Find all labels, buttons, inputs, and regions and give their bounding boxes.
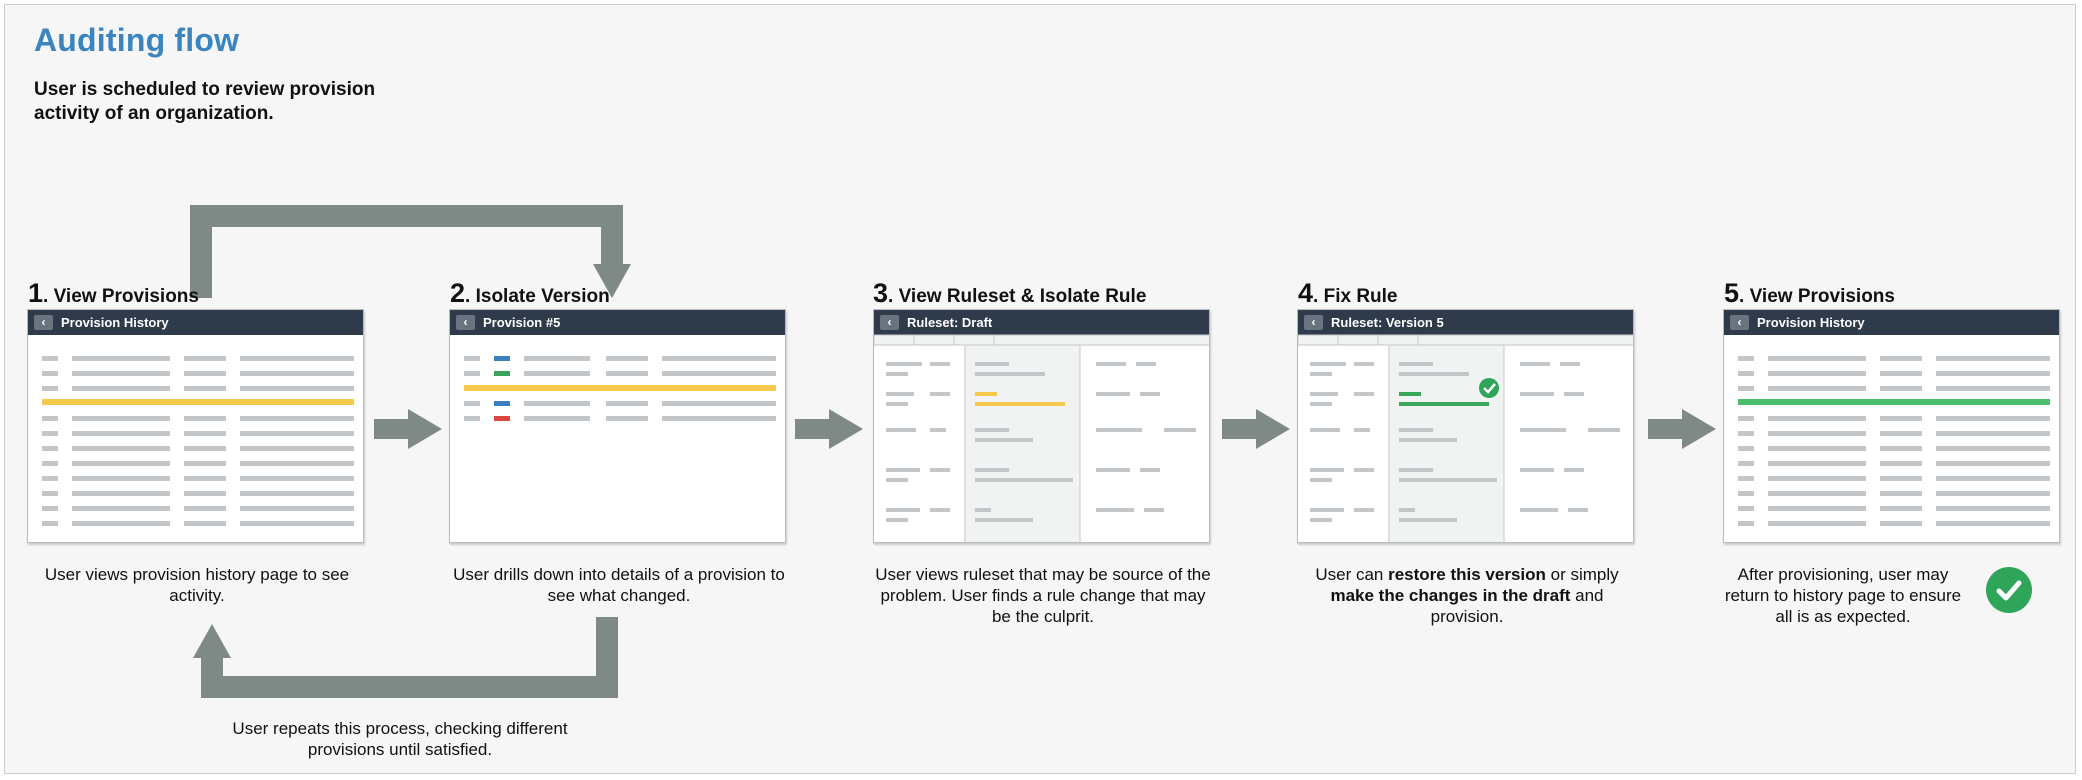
highlight-row xyxy=(464,385,776,391)
loop-arrow-bottom xyxy=(201,617,618,698)
loop-arrow-top xyxy=(190,205,623,298)
card-header-title: Provision #5 xyxy=(483,315,561,330)
step-label: View Ruleset & Isolate Rule xyxy=(898,286,1147,307)
caption-text: and provision. xyxy=(1430,586,1604,626)
highlight-row xyxy=(1738,399,2050,405)
ruleset-placeholder xyxy=(1298,334,1633,542)
chevron-left-icon[interactable]: ‹ xyxy=(34,315,53,330)
step-label: Isolate Version xyxy=(475,286,610,307)
caption-text: or simply xyxy=(1545,565,1619,584)
step-1-title: 1. View Provisions xyxy=(28,278,199,308)
ruleset-placeholder xyxy=(874,334,1209,542)
card-header-title: Ruleset: Draft xyxy=(907,315,993,330)
table-placeholder xyxy=(1738,356,2050,526)
chevron-left-icon[interactable]: ‹ xyxy=(456,315,475,330)
loop-caption: User repeats this process, checking diff… xyxy=(232,719,568,759)
arrow-right-icon xyxy=(795,409,863,449)
step-number: 4 xyxy=(1298,278,1314,308)
step-4-caption: User can restore this version or simply … xyxy=(1297,564,1637,627)
step-2-caption: User drills down into details of a provi… xyxy=(453,565,785,605)
step-3-title: 3. View Ruleset & Isolate Rule xyxy=(873,278,1147,308)
ruleset-draft-card: ‹ Ruleset: Draft xyxy=(873,309,1210,543)
card-header: ‹ Provision History xyxy=(1724,310,2059,335)
step-number: 5 xyxy=(1724,278,1740,308)
loop-arrow-top-head xyxy=(593,264,631,298)
page-subtitle: User is scheduled to review provision ac… xyxy=(34,79,376,124)
chevron-left-icon[interactable]: ‹ xyxy=(1730,315,1749,330)
step-number: 1 xyxy=(28,278,44,308)
step-number: 3 xyxy=(873,278,889,308)
chevron-left-icon[interactable]: ‹ xyxy=(880,315,899,330)
caption-emphasis: restore this version xyxy=(1388,565,1546,584)
ruleset-version-card: ‹ Ruleset: Version 5 xyxy=(1297,309,1634,543)
caption-text: User can xyxy=(1315,565,1389,584)
arrow-right-icon xyxy=(1648,409,1716,449)
card-header: ‹ Ruleset: Version 5 xyxy=(1298,310,1633,335)
step-label: Fix Rule xyxy=(1323,286,1398,307)
diff-placeholder xyxy=(464,356,776,421)
card-header: ‹ Provision History xyxy=(28,310,363,335)
highlight-row xyxy=(42,399,354,405)
loop-arrow-bottom-head xyxy=(193,624,231,658)
provision-history-card-final: ‹ Provision History xyxy=(1723,309,2060,543)
arrow-right-icon xyxy=(1222,409,1290,449)
card-header: ‹ Ruleset: Draft xyxy=(874,310,1209,335)
card-header: ‹ Provision #5 xyxy=(450,310,785,335)
provision-history-card: ‹ Provision History xyxy=(27,309,364,543)
step-label: View Provisions xyxy=(53,286,199,307)
step-label: View Provisions xyxy=(1749,286,1895,307)
arrow-right-icon xyxy=(374,409,442,449)
step-3-caption: User views ruleset that may be source of… xyxy=(875,565,1211,626)
step-1-caption: User views provision history page to see… xyxy=(44,565,350,605)
provision-detail-card: ‹ Provision #5 xyxy=(449,309,786,543)
step-4-title: 4. Fix Rule xyxy=(1298,278,1398,308)
check-circle-icon xyxy=(1986,567,2032,613)
card-header-title: Provision History xyxy=(1757,315,1865,330)
chevron-left-icon[interactable]: ‹ xyxy=(1304,315,1323,330)
table-placeholder xyxy=(42,356,354,526)
step-2-title: 2. Isolate Version xyxy=(450,278,610,308)
check-circle-icon xyxy=(1479,378,1499,398)
caption-emphasis: make the changes in the draft xyxy=(1330,586,1571,605)
card-header-title: Ruleset: Version 5 xyxy=(1331,315,1444,330)
step-5-title: 5. View Provisions xyxy=(1724,278,1895,308)
step-number: 2 xyxy=(450,278,466,308)
card-header-title: Provision History xyxy=(61,315,169,330)
step-5-caption: After provisioning, user may return to h… xyxy=(1724,565,1962,626)
page-title: Auditing flow xyxy=(34,22,240,58)
